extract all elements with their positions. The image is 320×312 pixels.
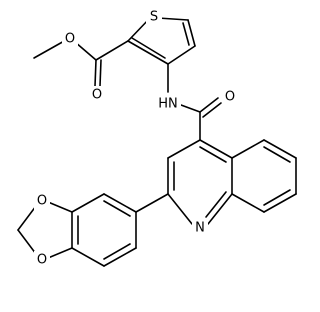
ester-methoxy-oxygen-label-bg xyxy=(62,30,78,48)
bond-s-c5 xyxy=(157,17,189,21)
bond-c5-c4-double xyxy=(182,22,190,46)
bond-nh-carbonyl xyxy=(180,104,201,113)
molecule-canvas: S O O HN O N O O xyxy=(17,8,297,269)
bond-carbonyl-o-2 xyxy=(202,102,222,118)
bond-benzo-c5-c6-double xyxy=(263,146,291,163)
dioxole-oxygen-bottom-label-bg xyxy=(34,251,50,269)
bond-aryl-5 xyxy=(103,247,137,267)
ester-methoxy-oxygen-label: O xyxy=(65,32,75,47)
bond-benzo-c8-c8a xyxy=(231,193,265,213)
bond-dioxole-top xyxy=(47,201,73,213)
sulfur-label-bg xyxy=(146,8,162,26)
bond-ester-carbon-o-single xyxy=(74,41,97,61)
bond-aryl-1 xyxy=(103,193,137,213)
bond-q-c4a-c4-double xyxy=(199,146,227,163)
bond-c3-c2 xyxy=(127,40,169,65)
bond-benzo-c5-c6 xyxy=(263,139,297,159)
dioxole-oxygen-top-label: O xyxy=(37,194,47,209)
bond-ester-carbonyl-1 xyxy=(94,59,97,87)
bond-aryl-1-double xyxy=(103,200,131,217)
bond-c4-c3 xyxy=(167,45,196,65)
bond-dioxole-ch2-bottom xyxy=(17,229,37,255)
bond-q-n-c8a-double xyxy=(205,191,227,218)
bond-ester-carbonyl-2 xyxy=(99,59,102,87)
quinoline-nitrogen-label-bg xyxy=(192,219,208,237)
amide-oxygen-label-bg xyxy=(222,88,238,106)
bond-benzo-c7-c8-double xyxy=(263,189,291,206)
bond-benzo-c4a-c5 xyxy=(231,139,265,159)
bond-benzo-c7-c8 xyxy=(263,193,297,213)
bond-aryl-4 xyxy=(71,247,105,267)
ester-carbonyl-oxygen-label: O xyxy=(92,88,102,103)
bond-aryl-5-double xyxy=(103,243,131,260)
chemical-structure-diagram: S O O HN O N O O xyxy=(17,8,297,269)
bond-dioxole-ch2-top xyxy=(17,205,37,231)
bond-quinoline-aryl xyxy=(135,193,169,213)
bond-q-n-c8a xyxy=(207,193,233,225)
bond-q-c4-c3 xyxy=(167,139,201,159)
bond-dioxole-bottom xyxy=(47,247,73,259)
quinoline-nitrogen-label: N xyxy=(195,221,205,236)
dioxole-oxygen-top-label-bg xyxy=(34,192,50,210)
bond-q-c4a-c4 xyxy=(199,139,233,159)
bond-c3-c2-double xyxy=(131,37,166,59)
bond-q-c2-n xyxy=(167,193,193,225)
dioxole-oxygen-bottom-label: O xyxy=(37,253,47,268)
bond-c2-ester-carbon xyxy=(95,40,129,61)
ester-carbonyl-oxygen-label-bg xyxy=(89,86,105,104)
amide-nh-label: HN xyxy=(158,97,178,112)
amide-oxygen-label: O xyxy=(225,90,235,105)
sulfur-label: S xyxy=(150,10,158,25)
bond-carbonyl-o-1 xyxy=(199,97,219,113)
amide-nh-label-bg xyxy=(155,95,181,113)
bond-o-methyl xyxy=(33,39,67,59)
bond-aryl-2 xyxy=(71,193,105,213)
bond-c5-c4 xyxy=(187,19,196,47)
